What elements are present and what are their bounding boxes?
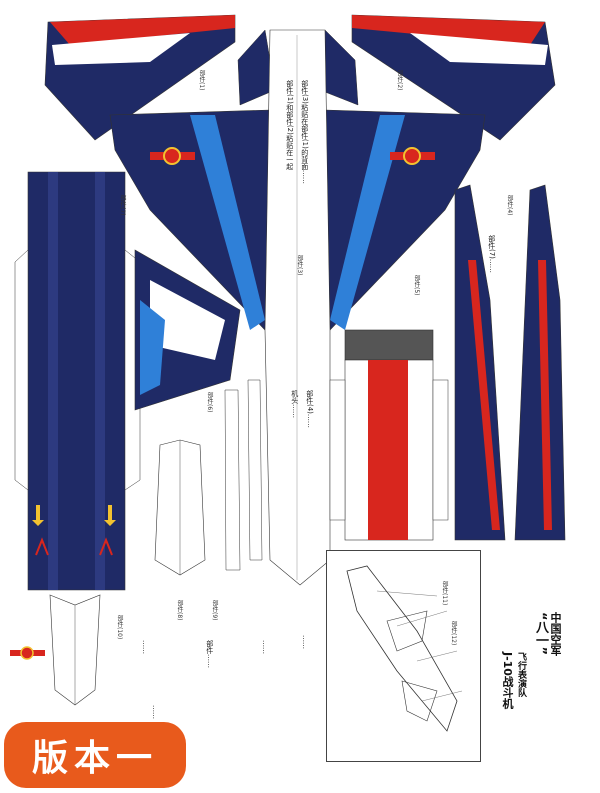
engine-note: 部件(7)…… [487, 235, 496, 273]
nose-cone-part [49, 594, 101, 706]
bottom-note-4: …… [150, 705, 159, 719]
left-fuselage-part [14, 171, 141, 591]
bottom-note-2: …… [260, 640, 269, 654]
diagram-label-12: 部件(12) [450, 621, 457, 646]
part-label-4: 部件(4) [506, 195, 513, 216]
title-line-2: “八一” [533, 612, 548, 656]
left-note: …… [140, 640, 149, 654]
part-label-6: 部件(6) [206, 392, 213, 413]
engine-nozzle-part [329, 329, 449, 541]
instruction-text-d: 部件(4)…… [305, 390, 314, 428]
title-line-3: 飞行表演队 [516, 652, 526, 697]
tail-fin-part [134, 249, 241, 411]
part-label-5: 部件(5) [413, 275, 420, 296]
right-side-part [454, 184, 566, 541]
part-label-2: 部件(2) [396, 70, 403, 91]
canopy-part [154, 439, 206, 576]
diagram-label-11: 部件(11) [441, 581, 448, 606]
bottom-note-3: …… [300, 635, 309, 649]
title-line-1: 中国空军 [549, 612, 562, 656]
insignia-left [150, 147, 195, 165]
main-wing-part [109, 29, 486, 586]
title-block: 中国空军 “八一” 飞行表演队 J-10战斗机 [501, 612, 565, 752]
top-right-wing-part [351, 14, 556, 141]
thin-strip-parts [224, 379, 263, 571]
top-left-wing-part [44, 14, 236, 141]
small-insignia-left [10, 646, 45, 660]
part-label-3: 部件(3) [296, 255, 303, 276]
part-label-7: 部件(7) [119, 195, 126, 216]
instruction-text-c: 机头…… [290, 390, 299, 418]
assembly-diagram: 部件(11) 部件(12) [326, 550, 481, 762]
insignia-right [390, 147, 435, 165]
instruction-text-b: 部件(3)粘贴在部件(1)的背面…… [300, 80, 309, 184]
part-label-9: 部件(9) [211, 600, 218, 621]
version-badge: 版本一 [4, 722, 186, 788]
part-label-1: 部件(1) [198, 70, 205, 91]
instruction-text-a: 部件(1)和部件(2)粘贴在一起 [285, 80, 294, 170]
bottom-note-1: 部件…… [205, 640, 214, 668]
part-label-8: 部件(8) [176, 600, 183, 621]
part-label-10: 部件(10) [116, 615, 123, 640]
title-line-4: J-10战斗机 [501, 652, 514, 709]
